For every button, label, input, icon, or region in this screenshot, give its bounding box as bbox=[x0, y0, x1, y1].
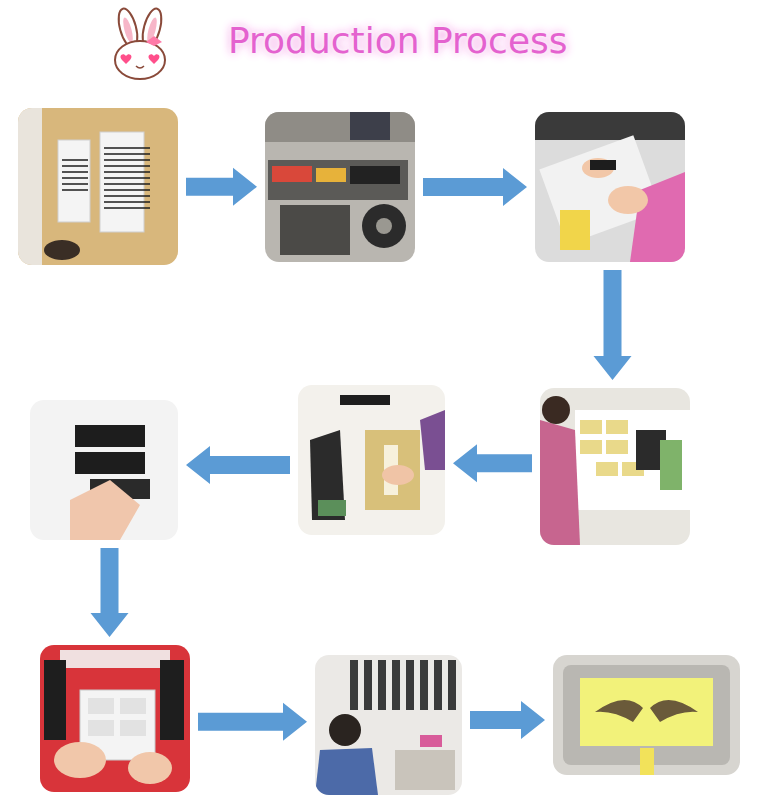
photo-packing-tray bbox=[40, 645, 190, 792]
photo-lash-rows bbox=[30, 400, 178, 540]
flow-arrow bbox=[423, 168, 527, 206]
flow-arrow bbox=[186, 168, 257, 206]
flow-arrow bbox=[198, 703, 307, 741]
photo-board-strip bbox=[298, 385, 445, 535]
flow-arrow bbox=[470, 701, 545, 739]
photo-panel bbox=[30, 400, 178, 540]
photo-panel bbox=[298, 385, 445, 535]
flow-arrow bbox=[453, 444, 532, 482]
photo-lash-strips bbox=[18, 108, 178, 265]
photo-workers-table bbox=[540, 388, 690, 545]
photo-worker-shelves bbox=[315, 655, 462, 795]
photo-machine bbox=[265, 112, 415, 262]
diagram-title: Production Process bbox=[228, 20, 568, 61]
photo-panel bbox=[553, 655, 740, 775]
photo-trimming bbox=[535, 112, 685, 262]
photo-panel bbox=[265, 112, 415, 262]
photo-panel bbox=[540, 388, 690, 545]
photo-finished-box bbox=[553, 655, 740, 775]
bunny-icon bbox=[115, 7, 165, 79]
photo-panel bbox=[40, 645, 190, 792]
flow-arrow bbox=[594, 270, 632, 380]
flow-arrow bbox=[91, 548, 129, 637]
flow-arrow bbox=[186, 446, 290, 484]
photo-panel bbox=[18, 108, 178, 265]
photo-panel bbox=[315, 655, 462, 795]
photo-panel bbox=[535, 112, 685, 262]
